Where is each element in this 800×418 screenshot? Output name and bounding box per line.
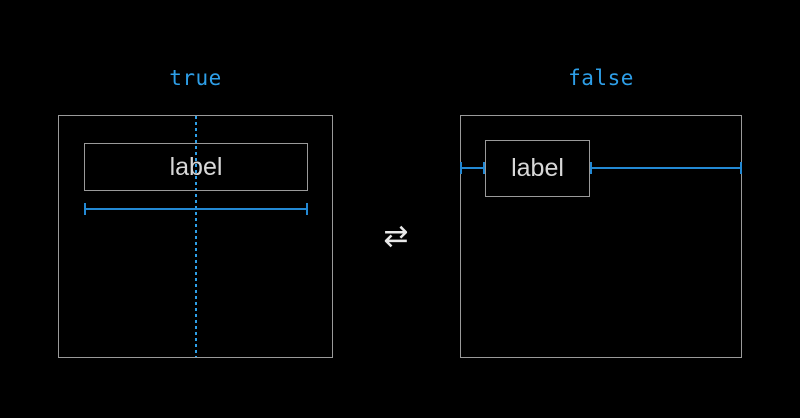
measure-line-true xyxy=(84,203,308,215)
panel-title-false: false xyxy=(568,66,634,90)
measure-line-false-leading xyxy=(460,162,485,174)
label-box-true: label xyxy=(84,143,308,191)
container-box-true xyxy=(58,115,333,358)
swap-arrows-icon: ⇄ xyxy=(383,219,409,254)
label-text-false: label xyxy=(511,154,564,182)
measure-line-false-trailing xyxy=(590,162,742,174)
label-box-false: label xyxy=(485,140,590,197)
label-text-true: label xyxy=(169,152,223,181)
panel-title-true: true xyxy=(169,66,222,90)
center-guide-dotted-line xyxy=(195,116,197,357)
container-box-false xyxy=(460,115,742,358)
